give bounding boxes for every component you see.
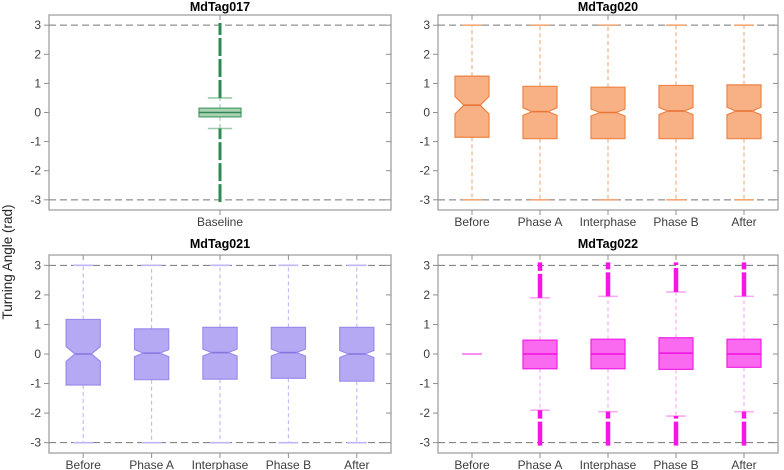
box-after (339, 264, 375, 444)
x-tick-label: Phase B (266, 458, 311, 470)
box-interphase (590, 262, 626, 446)
box-baseline (198, 22, 242, 203)
svg-text:-3: -3 (419, 436, 430, 450)
x-tick-label: Baseline (197, 215, 243, 229)
svg-text:2: 2 (34, 47, 41, 61)
x-tick-label: Phase A (518, 458, 563, 470)
box-phase-a (522, 24, 558, 201)
svg-text:-2: -2 (419, 164, 430, 178)
box-before (65, 264, 101, 444)
x-tick-label: Before (454, 215, 490, 229)
x-tick-label: After (731, 458, 756, 470)
box-phase-b (658, 24, 694, 201)
x-tick-label: Interphase (580, 215, 637, 229)
x-tick-label: After (731, 215, 756, 229)
svg-text:-3: -3 (419, 193, 430, 207)
svg-text:-3: -3 (30, 193, 41, 207)
svg-text:-1: -1 (419, 377, 430, 391)
svg-text:3: 3 (34, 18, 41, 32)
panel-title-mdtag017: MdTag017 (189, 0, 251, 14)
svg-text:3: 3 (34, 258, 41, 272)
svg-text:0: 0 (34, 347, 41, 361)
x-tick-label: Phase A (518, 215, 563, 229)
box-interphase (590, 24, 626, 201)
svg-text:1: 1 (34, 317, 41, 331)
svg-text:0: 0 (423, 106, 430, 120)
panel-title-mdtag020: MdTag020 (577, 0, 639, 14)
svg-text:2: 2 (423, 47, 430, 61)
x-tick-label: Interphase (192, 458, 249, 470)
svg-text:-1: -1 (30, 135, 41, 149)
x-tick-label: After (344, 458, 369, 470)
box-before (454, 24, 490, 201)
svg-text:3: 3 (423, 258, 430, 272)
box-interphase (202, 264, 238, 444)
svg-text:-1: -1 (419, 135, 430, 149)
svg-text:1: 1 (423, 76, 430, 90)
x-tick-label: Phase B (653, 458, 698, 470)
x-tick-label: Before (66, 458, 102, 470)
svg-text:2: 2 (423, 288, 430, 302)
svg-text:3: 3 (423, 18, 430, 32)
box-phase-a (133, 264, 170, 444)
svg-text:1: 1 (34, 76, 41, 90)
svg-text:1: 1 (423, 317, 430, 331)
svg-text:-2: -2 (419, 406, 430, 420)
box-after (726, 262, 762, 446)
x-tick-label: Before (454, 458, 490, 470)
x-tick-label: Phase A (129, 458, 174, 470)
svg-text:2: 2 (34, 288, 41, 302)
box-phase-b (658, 262, 694, 446)
svg-text:-2: -2 (30, 406, 41, 420)
box-phase-b (270, 264, 307, 444)
box-phase-a (522, 262, 558, 446)
svg-text:0: 0 (34, 106, 41, 120)
box-after (726, 24, 762, 201)
svg-text:-1: -1 (30, 377, 41, 391)
svg-text:-3: -3 (30, 436, 41, 450)
panel-title-mdtag021: MdTag021 (189, 237, 251, 251)
x-tick-label: Interphase (580, 458, 637, 470)
panel-title-mdtag022: MdTag022 (577, 237, 639, 251)
svg-text:-2: -2 (30, 164, 41, 178)
svg-text:0: 0 (423, 347, 430, 361)
x-tick-label: Phase B (653, 215, 698, 229)
